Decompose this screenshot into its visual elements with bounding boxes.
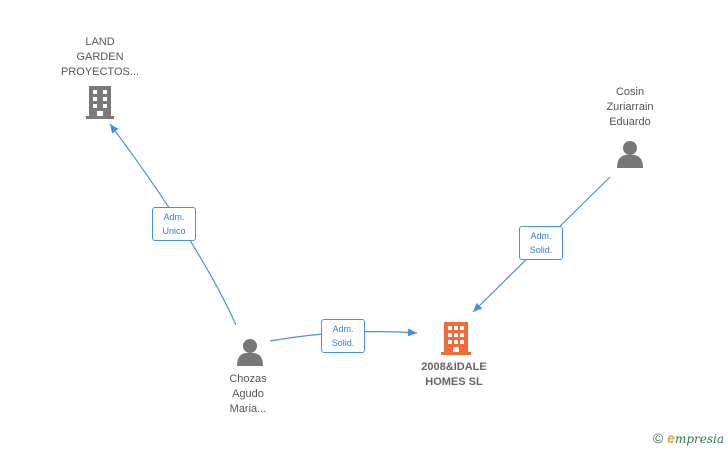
edge-label-line: Adm. bbox=[530, 231, 552, 241]
person-icon[interactable] bbox=[617, 141, 643, 168]
node-label-land-garden[interactable]: LAND GARDEN PROYECTOS... bbox=[50, 35, 150, 80]
node-label-line: Maria... bbox=[229, 403, 267, 415]
edge-label-line: Unico bbox=[162, 226, 186, 236]
node-label-line: Eduardo bbox=[609, 116, 651, 128]
node-label-line: GARDEN bbox=[76, 51, 124, 63]
building-icon[interactable] bbox=[86, 86, 114, 119]
brand-footer[interactable]: © empresia bbox=[653, 430, 724, 446]
node-label-cosin[interactable]: Cosin Zuriarrain Eduardo bbox=[580, 85, 680, 130]
edge-label-line: Adm. bbox=[332, 324, 354, 334]
node-label-line: PROYECTOS... bbox=[60, 66, 140, 78]
node-label-line: Zuriarrain bbox=[606, 101, 654, 113]
edge-label-line: Solid. bbox=[529, 245, 553, 255]
edge-label-adm-solid: Adm. Solid. bbox=[321, 319, 365, 353]
edge-label-line: Adm. bbox=[163, 212, 185, 222]
node-label-line: Cosin bbox=[615, 86, 645, 98]
brand-name: mpresia bbox=[674, 432, 724, 446]
node-label-line: 2008&IDALE bbox=[421, 361, 487, 373]
copyright-symbol: © bbox=[652, 430, 664, 446]
edge-label-line: Solid. bbox=[331, 338, 355, 348]
node-label-line: LAND bbox=[85, 36, 115, 48]
node-label-chozas[interactable]: Chozas Agudo Maria... bbox=[198, 372, 298, 417]
node-label-line: HOMES SL bbox=[425, 376, 483, 388]
edge-label-adm-solid: Adm. Solid. bbox=[519, 226, 563, 260]
main-company-building-icon[interactable] bbox=[441, 322, 471, 355]
edge-label-adm-unico: Adm. Unico bbox=[152, 207, 196, 241]
person-icon[interactable] bbox=[237, 339, 263, 366]
brand-initial: e bbox=[667, 430, 675, 446]
node-label-main-company[interactable]: 2008&IDALE HOMES SL bbox=[404, 360, 504, 390]
brand-logo: empresia bbox=[667, 430, 724, 446]
node-label-line: Agudo bbox=[232, 388, 264, 400]
node-label-line: Chozas bbox=[229, 373, 267, 385]
